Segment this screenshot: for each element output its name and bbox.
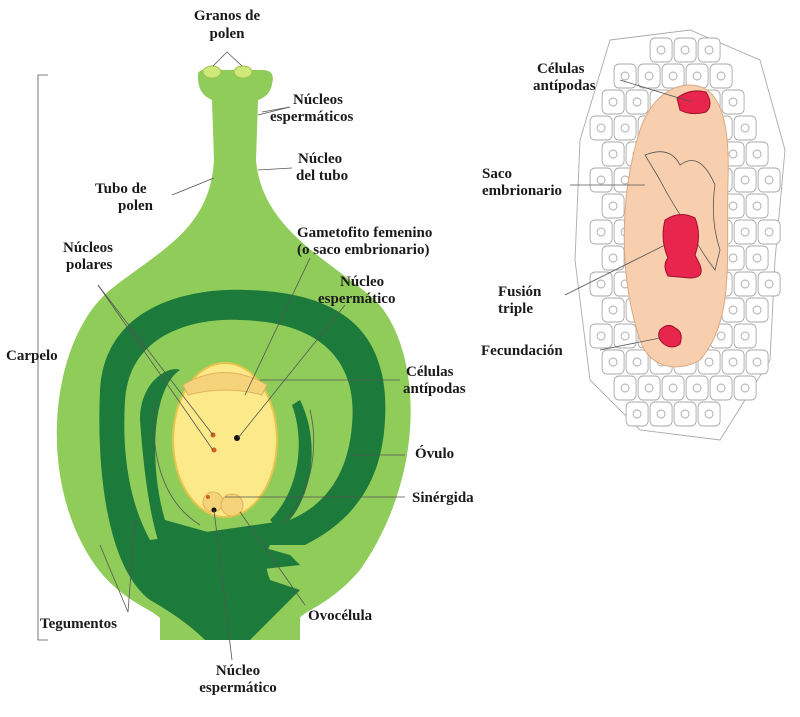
cell-nucleus — [716, 71, 726, 81]
antipodal-cells-right — [676, 90, 711, 115]
label-fecundacion: Fecundación — [481, 343, 563, 359]
pollen-grain — [233, 65, 253, 79]
cell-nucleus — [608, 97, 618, 107]
cell-nucleus — [680, 45, 690, 55]
cell-nucleus — [632, 357, 642, 367]
cell-nucleus — [728, 97, 738, 107]
cell-nucleus — [752, 201, 762, 211]
cell-nucleus — [764, 227, 774, 237]
cell-nucleus — [752, 253, 762, 263]
label-ovulo: Óvulo — [415, 445, 454, 462]
cell-nucleus — [740, 279, 750, 289]
cell-nucleus — [632, 97, 642, 107]
cell-nucleus — [596, 123, 606, 133]
cell-nucleus — [752, 357, 762, 367]
cell-nucleus — [692, 383, 702, 393]
cell-nucleus — [716, 331, 726, 341]
label-ovocelula: Ovocélula — [308, 608, 373, 624]
cell-nucleus — [728, 357, 738, 367]
cell-nucleus — [764, 175, 774, 185]
cell-nucleus — [704, 409, 714, 419]
cell-nucleus — [608, 201, 618, 211]
cell-nucleus — [608, 305, 618, 315]
cell-nucleus — [596, 331, 606, 341]
cell-nucleus — [728, 149, 738, 159]
cell-nucleus — [620, 71, 630, 81]
egg-cell — [220, 493, 244, 517]
cell-nucleus — [620, 123, 630, 133]
inner-integument — [140, 369, 300, 578]
cell-nucleus — [752, 149, 762, 159]
cell-nucleus — [620, 331, 630, 341]
cell-nucleus — [596, 175, 606, 185]
cell-nucleus — [656, 45, 666, 55]
cell-nucleus — [608, 357, 618, 367]
triple-fusion-nucleus — [662, 214, 702, 279]
antipodal-cells — [182, 372, 268, 396]
cell-nucleus — [644, 71, 654, 81]
cell-nucleus — [740, 227, 750, 237]
cell-nucleus — [608, 253, 618, 263]
cell-nucleus — [764, 279, 774, 289]
cell-nucleus — [704, 357, 714, 367]
cell-nucleus — [668, 383, 678, 393]
cell-nucleus — [596, 279, 606, 289]
label-tegumentos: Tegumentos — [40, 616, 117, 632]
pollen-grain — [202, 65, 222, 79]
cell-nucleus — [740, 175, 750, 185]
cell-nucleus — [740, 331, 750, 341]
cell-nucleus — [752, 305, 762, 315]
leader-lines — [97, 79, 693, 661]
cell-nucleus — [620, 383, 630, 393]
cell-nucleus — [644, 383, 654, 393]
cell-nucleus — [740, 123, 750, 133]
carpel-bracket — [37, 74, 48, 641]
cell-nucleus — [716, 383, 726, 393]
cell-nucleus — [632, 409, 642, 419]
cell-nucleus — [740, 383, 750, 393]
cell-nucleus — [692, 71, 702, 81]
cell-nucleus — [728, 253, 738, 263]
label-carpelo: Carpelo — [6, 348, 58, 364]
label-gametofito: Gametofito femenino(o saco embrionario) — [297, 225, 432, 258]
cell-nucleus — [728, 305, 738, 315]
label-sinergida: Sinérgida — [412, 490, 474, 506]
cell-nucleus — [656, 409, 666, 419]
cell-nucleus — [680, 409, 690, 419]
embryo-sac — [172, 362, 278, 518]
fertilization-cells — [658, 324, 682, 348]
cell-nucleus — [728, 201, 738, 211]
cell-nucleus — [608, 149, 618, 159]
cell-nucleus — [704, 45, 714, 55]
cell-nucleus — [668, 71, 678, 81]
cell-nucleus — [596, 227, 606, 237]
